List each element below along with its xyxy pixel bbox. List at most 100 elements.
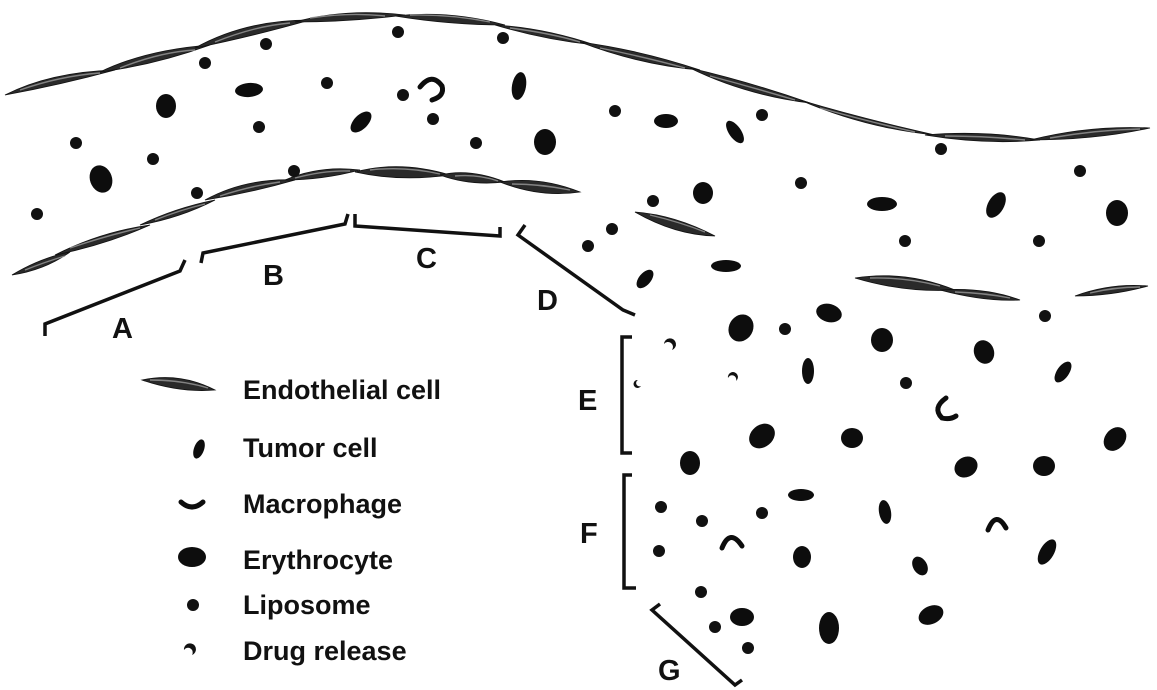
erythrocyte [951,452,982,481]
liposome [260,38,272,50]
macrophage [420,79,443,100]
erythrocyte [871,328,893,352]
tumor-cell [1034,536,1060,567]
drug-release [728,372,738,381]
bracket-c [355,214,500,236]
tumor-cell-icon [191,438,207,460]
liposome [470,137,482,149]
tumor-cell [867,197,897,211]
liposome [582,240,594,252]
legend-label: Macrophage [243,489,402,519]
legend-item-tumor-cell: Tumor cell [191,433,378,463]
liposome [497,32,509,44]
liposome-icon [187,599,199,611]
erythrocyte [534,129,556,155]
label-g: G [658,655,681,687]
tumor-cell [877,499,893,525]
tumor-cell [654,114,678,128]
erythrocyte [744,419,780,454]
bracket-e [622,337,632,453]
drug-release [664,338,676,350]
macrophage [938,398,956,419]
macrophage-icon [181,502,203,507]
erythrocyte [86,162,116,196]
erythrocyte [841,428,863,448]
endothelial-cell [195,20,310,48]
liposome [191,187,203,199]
erythrocyte [1099,423,1131,456]
endothelial-cell [940,289,1020,300]
legend-label: Endothelial cell [243,375,441,405]
tumor-cell [802,358,814,384]
liposome [147,153,159,165]
liposome [655,501,667,513]
liposome [742,642,754,654]
macrophage [988,519,1006,530]
erythrocyte [814,301,844,325]
macrophages [420,79,1006,548]
endothelial-cell [205,180,295,200]
label-b: B [263,260,284,292]
drug-release [634,380,641,388]
tumor-cell [711,260,741,272]
label-f: F [580,518,598,550]
legend-label: Erythrocyte [243,545,393,575]
erythrocyte [970,337,997,366]
endothelial-cell [690,68,810,103]
tumor-cell [982,189,1010,221]
endothelial-cell [800,100,935,135]
liposome [653,545,665,557]
endothelial-cell [440,173,505,183]
bracket-d [518,225,635,315]
bracket-f [624,475,636,588]
legend-label: Drug release [243,636,407,666]
liposome [321,77,333,89]
liposome [647,195,659,207]
endothelial-cell [635,212,715,236]
endothelial-cell [100,45,210,72]
erythrocyte [724,310,759,346]
tumor-cell [234,82,263,98]
liposome [779,323,791,335]
legend: Endothelial cell Tumor cell Macrophage E… [142,375,441,666]
tumor-cell [723,118,748,146]
label-c: C [416,243,437,275]
liposome [427,113,439,125]
liposome [397,89,409,101]
erythrocyte [693,182,713,204]
tumor-cell [633,267,656,292]
tumor-cell [1051,359,1075,386]
label-a: A [112,313,133,345]
liposome [609,105,621,117]
liposome [1074,165,1086,177]
endothelial-cell [500,180,580,193]
legend-label: Liposome [243,590,371,620]
upper-vessel-wall [5,13,1150,142]
legend-item-erythrocyte: Erythrocyte [178,545,393,575]
erythrocyte [819,612,839,644]
erythrocyte [1106,200,1128,226]
drug-release-icon [184,643,196,655]
erythrocyte [156,94,176,118]
segment-labels: A B C D E F G [112,243,681,687]
bracket-b [201,214,348,263]
erythrocyte [1033,456,1055,476]
liposome [709,621,721,633]
erythrocyte [730,608,754,626]
liposome [1033,235,1045,247]
liposome [70,137,82,149]
liposome [696,515,708,527]
legend-item-drug-release: Drug release [184,636,407,666]
liposome [199,57,211,69]
liposome [900,377,912,389]
legend-item-macrophage: Macrophage [181,489,402,519]
erythrocyte [915,601,946,628]
macrophage [722,537,742,548]
liposome [935,143,947,155]
liposome [606,223,618,235]
liposome [756,109,768,121]
liposome [31,208,43,220]
tumor-cell [510,71,529,101]
liposome [288,165,300,177]
